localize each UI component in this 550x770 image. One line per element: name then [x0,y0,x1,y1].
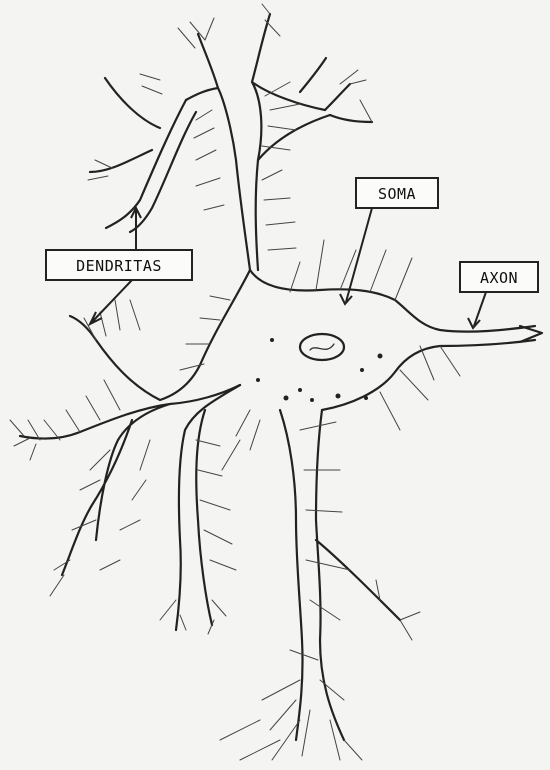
dendrite-spines [10,4,460,760]
label-soma-text: SOMA [378,185,416,203]
upper-right-branch [300,58,372,122]
label-dendritas: DENDRITAS [46,208,192,324]
nucleolus [310,344,334,350]
upper-trunk [186,14,330,160]
label-axon-text: AXON [480,269,518,287]
lower-right-dendrite [280,410,400,740]
lower-middle-dendrite [176,385,240,630]
soma-granules [256,338,383,402]
axon-pointer [468,292,486,328]
label-dendritas-text: DENDRITAS [76,257,162,275]
label-axon: AXON [460,262,538,328]
nucleus [300,334,344,360]
upper-left-branch [90,78,196,232]
dendritas-up-pointer [131,208,141,250]
dendritas-down-pointer [90,280,132,324]
label-soma: SOMA [340,178,438,304]
